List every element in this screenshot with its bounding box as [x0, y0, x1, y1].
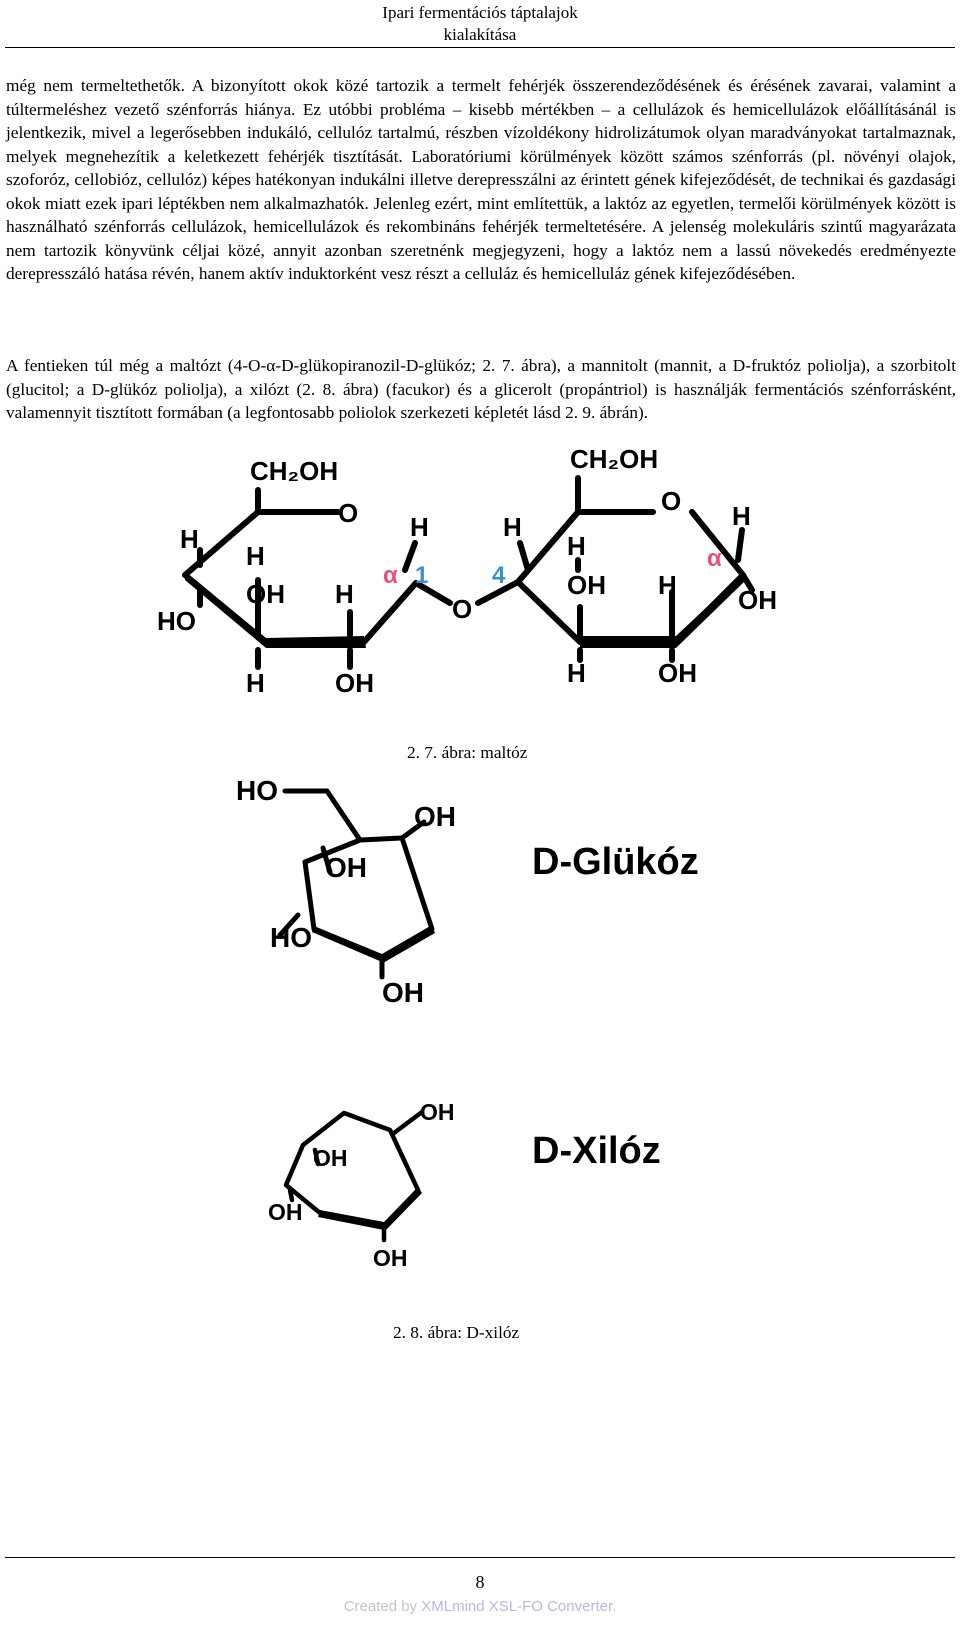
- glucose-c4-oh-label: OH: [325, 852, 367, 883]
- left-c5-h-label: H: [180, 524, 199, 554]
- right-c1-h-label: H: [732, 501, 751, 531]
- right-c1-oh-label: OH: [738, 585, 777, 615]
- header-title-line2: kialakítása: [443, 25, 517, 44]
- credit-prefix: Created by: [343, 1598, 422, 1615]
- header-rule: [5, 47, 955, 48]
- maltose-structure-figure: CH₂OH O H H H OH H HO H OH O CH₂OH O H H…: [157, 444, 777, 698]
- footer-rule: [5, 1557, 955, 1558]
- body-paragraph-2: A fentieken túl még a maltózt (4-O-α-D-g…: [6, 356, 956, 422]
- left-c4-ho-label: HO: [157, 606, 196, 636]
- position-1-label: 1: [415, 562, 428, 589]
- left-ch2oh-label: CH₂OH: [250, 456, 338, 486]
- right-c4-h-label: H: [503, 512, 522, 542]
- position-4-label: 4: [492, 562, 506, 589]
- body-paragraph-1: még nem termeltethetők. A bizonyított ok…: [6, 76, 956, 283]
- left-c2-h-label: H: [335, 579, 354, 609]
- right-ring-oxygen-label: O: [661, 486, 681, 516]
- left-c2-oh-label: OH: [335, 668, 374, 698]
- right-c3-oh-label: OH: [567, 570, 606, 600]
- xylose-caption: 2. 8. ábra: D-xilóz: [393, 1323, 520, 1342]
- left-c3-oh-label: OH: [246, 579, 285, 609]
- page-number: 8: [475, 1572, 485, 1592]
- right-c3-h-label: H: [567, 658, 586, 688]
- left-ring-oxygen-label: O: [338, 498, 358, 528]
- left-alpha-label: α: [383, 562, 398, 589]
- xylose-c3-oh-label: OH: [268, 1199, 303, 1225]
- maltose-caption: 2. 7. ábra: maltóz: [407, 743, 528, 762]
- xylose-name-label: D-Xilóz: [532, 1130, 661, 1172]
- right-c2-oh-label: OH: [658, 658, 697, 688]
- glycosidic-oxygen-label: O: [452, 594, 472, 624]
- glucose-name-label: D-Glükóz: [532, 841, 699, 883]
- left-c1-h-label: H: [410, 512, 429, 542]
- right-c2-h-label: H: [658, 570, 677, 600]
- right-ch2oh-label: CH₂OH: [570, 444, 658, 474]
- converter-link[interactable]: XMLmind XSL-FO Converter: [421, 1598, 613, 1615]
- header-title-line1: Ipari fermentációs táptalajok: [382, 3, 578, 22]
- running-header: Ipari fermentációs táptalajok kialakítás…: [0, 0, 960, 50]
- credit-suffix: .: [612, 1598, 617, 1615]
- glucose-structure-figure: HO OH OH HO OH D-Glükóz: [236, 775, 699, 1008]
- glucose-c1-oh-label: OH: [414, 801, 456, 832]
- xylose-c1-oh-label: OH: [420, 1099, 455, 1125]
- left-c4-h-label: H: [246, 541, 265, 571]
- left-c3-h-label: H: [246, 668, 265, 698]
- xylose-c2-oh-label: OH: [373, 1245, 408, 1271]
- glucose-c6-ho-label: HO: [236, 775, 278, 806]
- xylose-structure-figure: OH OH OH OH D-Xilóz: [268, 1099, 661, 1271]
- right-c5-h-label: H: [567, 531, 586, 561]
- converter-credit: Created by XMLmind XSL-FO Converter.: [0, 1598, 960, 1615]
- glucose-c2-oh-label: OH: [382, 977, 424, 1008]
- xylose-c4-oh-label: OH: [313, 1145, 348, 1171]
- right-alpha-label: α: [707, 545, 722, 572]
- glucose-c3-ho-label: HO: [270, 922, 312, 953]
